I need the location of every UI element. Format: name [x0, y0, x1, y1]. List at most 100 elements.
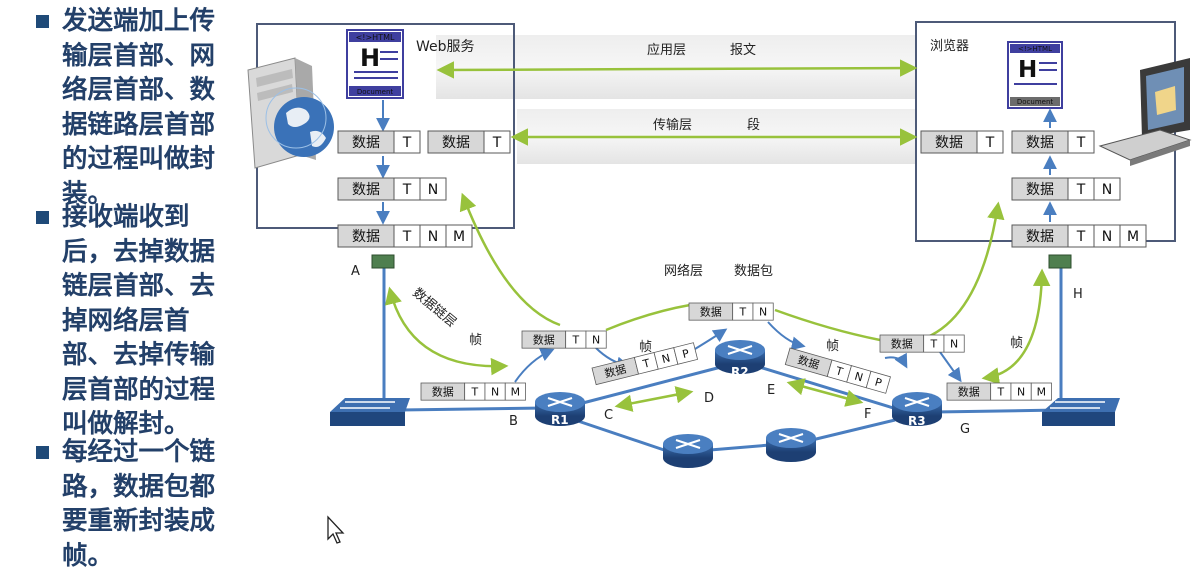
frame-label: 帧 [639, 340, 652, 355]
packet-m-text: M [1037, 385, 1046, 398]
link-switch-r1 [399, 406, 546, 412]
router-r1-icon [535, 392, 585, 426]
packet-m-cell [504, 382, 526, 401]
globe-icon [265, 87, 334, 157]
packet-t-text: T [402, 229, 412, 245]
bullet-text: 每经过一个链路，数据包都要重新封装成帧。 [62, 437, 216, 571]
point-f-label: F [864, 407, 871, 422]
packet-t-text: T [833, 364, 844, 379]
link-router4-router5 [709, 443, 771, 452]
packet-p-text: P [681, 347, 691, 361]
packet-n-cell [585, 330, 607, 349]
frame-label: 帧 [826, 339, 839, 354]
link-r1-r2 [574, 364, 726, 407]
packet-t-text: T [402, 135, 412, 151]
point-e-label: E [767, 383, 775, 398]
packet-n-text: N [491, 385, 499, 398]
packet-n-cell [1093, 177, 1121, 201]
packet-t-text: T [738, 305, 746, 318]
application-layer-arrow [436, 59, 918, 79]
switch-right-icon [1042, 398, 1120, 426]
network-layer-label: 网络层 [664, 263, 703, 279]
datalink-arrow-e-f [786, 378, 864, 407]
link-r3-switch [934, 408, 1061, 414]
packet-n-text: N [428, 182, 438, 198]
router-r2-icon [715, 340, 765, 374]
packet-n-text: N [1102, 182, 1112, 198]
bullet-reframe: 每经过一个链路，数据包都要重新封装成帧。 [36, 435, 236, 573]
packet-data-text: 数据 [432, 384, 454, 398]
packet-m-text: M [511, 385, 520, 398]
svg-text:Document: Document [1017, 98, 1054, 106]
network-arrow-to-a [459, 192, 561, 327]
html-document-icon: <!>HTML H Document [346, 29, 404, 99]
packet-data-text: 数据 [1026, 229, 1054, 245]
router-r2-label: R2 [731, 365, 749, 379]
nic-h-icon [1048, 254, 1072, 269]
packet-m-cell [445, 224, 473, 248]
network-arrow-to-h [919, 201, 1005, 342]
svg-text:H: H [1018, 57, 1037, 83]
bullet-text: 接收端收到后，去掉数据链层首部、去掉网络层首部、去掉传输层首部的过程叫做解封。 [62, 202, 216, 439]
application-layer-label: 应用层 [647, 42, 686, 58]
datalink-layer-label: 数据链层 [409, 286, 458, 331]
packet-data-text: 数据 [891, 336, 913, 350]
packet-t-text: T [1076, 182, 1086, 198]
bullet-square-icon [36, 211, 49, 224]
packet-t-text: T [1076, 229, 1086, 245]
router-r3-icon [892, 392, 942, 426]
packet-m-cell [1030, 382, 1052, 401]
transport-layer-label: 传输层 [653, 117, 692, 133]
peer-layer-arrows [384, 59, 1051, 412]
mouse-cursor-icon [327, 515, 345, 544]
packet-data-text: 数据 [1026, 182, 1054, 198]
frame-label: 帧 [1010, 336, 1023, 351]
point-a-label: A [351, 264, 360, 279]
packet-label: 数据包 [734, 264, 773, 279]
left-bullet-panel: 发送端加上传输层首部、网络层首部、数据链路层首部的过程叫做封装。 接收端收到后，… [0, 0, 258, 571]
packet-n-text: N [661, 351, 672, 366]
router-r3-label: R3 [908, 414, 926, 428]
router-r1-label: R1 [551, 413, 569, 427]
packet-n-text: N [1102, 229, 1112, 245]
point-c-label: C [604, 408, 613, 423]
packet-data-text: 数据 [1026, 135, 1054, 151]
packet-t-text: T [402, 182, 412, 198]
bullet-decapsulation: 接收端收到后，去掉数据链层首部、去掉网络层首部、去掉传输层首部的过程叫做解封。 [36, 200, 236, 442]
packet-m-text: M [453, 229, 465, 245]
packet-data-text: 数据 [352, 229, 380, 245]
packet-n-text: N [759, 305, 767, 318]
packet-n-text: N [428, 229, 438, 245]
packet-data-text: 数据 [700, 304, 722, 318]
packet-data-text: 数据 [533, 332, 555, 346]
packet-data-text: 数据 [603, 361, 628, 380]
message-label: 报文 [730, 43, 756, 58]
computer-icon [1098, 58, 1192, 166]
packet-n-cell [419, 177, 447, 201]
packet-n-text: N [1017, 385, 1025, 398]
router-4-icon [663, 434, 713, 468]
bullet-square-icon [36, 446, 49, 459]
network-arc-right [774, 308, 881, 342]
svg-text:<!>HTML: <!>HTML [356, 33, 395, 42]
packet-data-text: 数据 [352, 182, 380, 198]
point-g-label: G [960, 422, 970, 437]
packet-t-text: T [470, 385, 478, 398]
packet-t-text: T [641, 356, 652, 371]
packet-data-text: 数据 [935, 135, 963, 151]
router-5-icon [766, 428, 816, 462]
network-arc-left [605, 303, 691, 332]
packet-data-text: 数据 [796, 352, 821, 371]
packet-t-cell [393, 130, 421, 154]
packet-t-text: T [571, 333, 579, 346]
